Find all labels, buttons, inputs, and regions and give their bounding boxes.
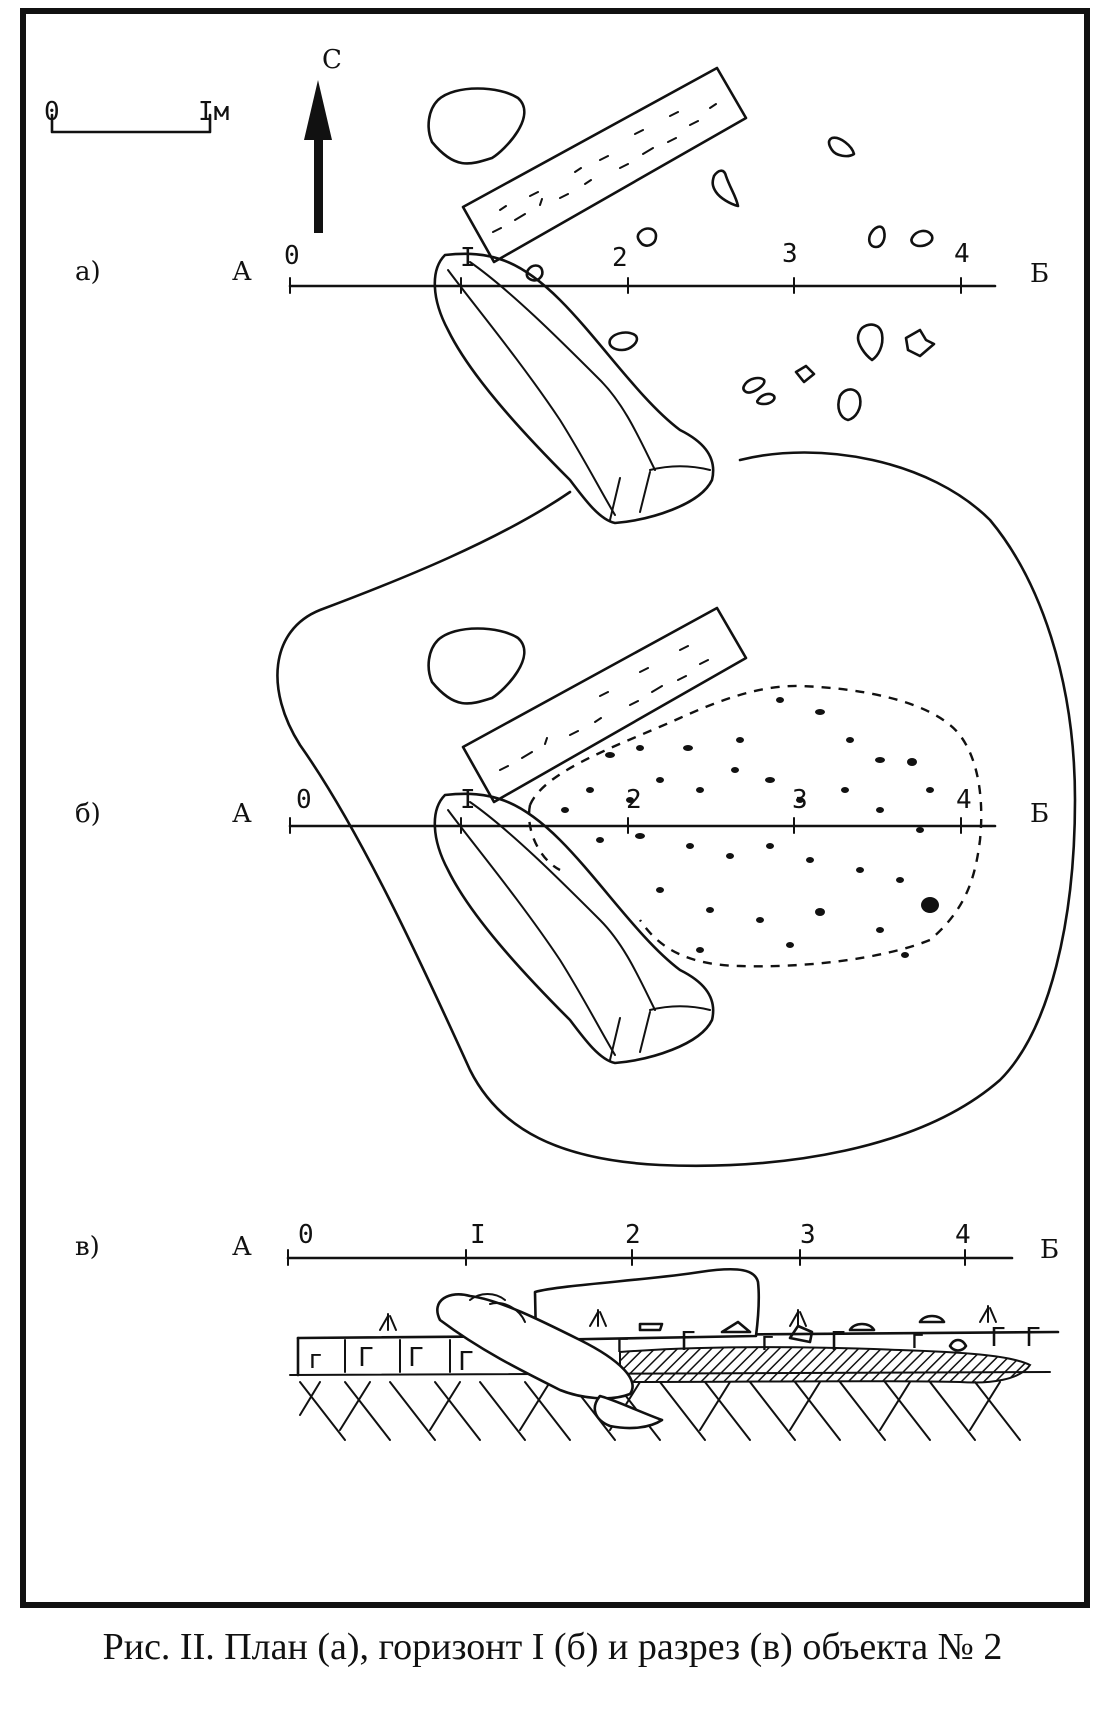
soil-mark: Г <box>1025 1323 1041 1353</box>
soil-mark: г <box>760 1327 776 1357</box>
scale-bar-start: 0 <box>44 97 60 127</box>
panel-b: б) А Б 0 I 2 3 4 <box>75 451 1077 1168</box>
north-arrow-shaft <box>314 115 323 233</box>
panel-v-inclined-stone <box>436 1293 634 1400</box>
panel-v-axis-start: А <box>232 1232 252 1262</box>
panel-v: в) А Б 0 I 2 3 4 <box>75 1220 1060 1441</box>
panel-v-soil-marks: г Г Г Г г Г г Г г Г Г <box>308 1323 1041 1377</box>
panel-v-tick-1: I <box>470 1220 486 1250</box>
panel-a-tick-0: 0 <box>284 241 300 271</box>
panel-a-inclined-stone <box>433 252 715 525</box>
panel-b-tick-1: I <box>460 785 476 815</box>
panel-a-tick-4: 4 <box>954 239 970 269</box>
north-arrow: С <box>304 45 342 233</box>
panel-b-slab <box>461 606 748 804</box>
panel-b-boulder <box>427 627 526 705</box>
soil-mark: Г <box>830 1327 846 1357</box>
scale-bar-end: Iм <box>198 97 229 127</box>
panel-v-tick-0: 0 <box>298 1220 314 1250</box>
panel-a-label: а) <box>75 257 101 287</box>
panel-b-axis-end: Б <box>1030 799 1049 829</box>
panel-b-pit-outline <box>276 451 1077 1168</box>
soil-mark: Г <box>458 1347 474 1377</box>
panel-a-tick-2: 2 <box>612 243 628 273</box>
panel-b-tick-0: 0 <box>296 785 312 815</box>
scale-bar: 0 Iм <box>44 97 229 134</box>
panel-a-axis-end: Б <box>1030 259 1049 289</box>
panel-a-tick-1: I <box>460 243 476 273</box>
soil-mark: Г <box>990 1323 1006 1353</box>
north-label: С <box>322 45 342 75</box>
panel-v-slab-stone <box>533 1267 761 1342</box>
panel-v-tick-3: 3 <box>800 1220 816 1250</box>
panel-a-pebbles <box>525 136 936 422</box>
panel-a-tick-3: 3 <box>782 239 798 269</box>
panel-a-axis-start: А <box>232 257 252 287</box>
panel-v-stone-fragment <box>593 1394 664 1430</box>
panel-v-axis-end: Б <box>1040 1235 1059 1265</box>
panel-a-slab <box>461 66 748 264</box>
panel-v-cultural-layer <box>619 1346 1032 1384</box>
soil-mark: г <box>308 1345 324 1375</box>
panel-v-tick-4: 4 <box>955 1220 971 1250</box>
panel-b-label: б) <box>75 799 101 829</box>
north-arrow-head <box>304 80 332 140</box>
panel-b-axis-start: А <box>232 799 252 829</box>
panel-v-surface-pebbles <box>638 1314 968 1352</box>
soil-mark: Г <box>680 1327 696 1357</box>
panel-v-tick-2: 2 <box>625 1220 641 1250</box>
panel-b-tick-4: 4 <box>956 785 972 815</box>
panel-v-label: в) <box>75 1232 100 1262</box>
soil-mark: Г <box>408 1343 424 1373</box>
soil-mark: г <box>615 1329 631 1359</box>
panel-b-inclined-stone <box>433 792 715 1065</box>
panel-b-cultural-layer <box>527 684 983 968</box>
soil-mark: г <box>910 1325 926 1355</box>
panel-v-grass-tufts <box>379 1305 997 1331</box>
panel-b-charcoal-dots <box>561 697 939 958</box>
figure-caption: Рис. II. План (а), горизонт I (б) и разр… <box>102 1626 1003 1668</box>
soil-mark: Г <box>358 1343 374 1373</box>
figure-frame <box>20 8 1090 1608</box>
panel-a-boulder <box>427 87 526 165</box>
panel-a: а) А Б 0 I 2 3 4 <box>75 66 1049 525</box>
